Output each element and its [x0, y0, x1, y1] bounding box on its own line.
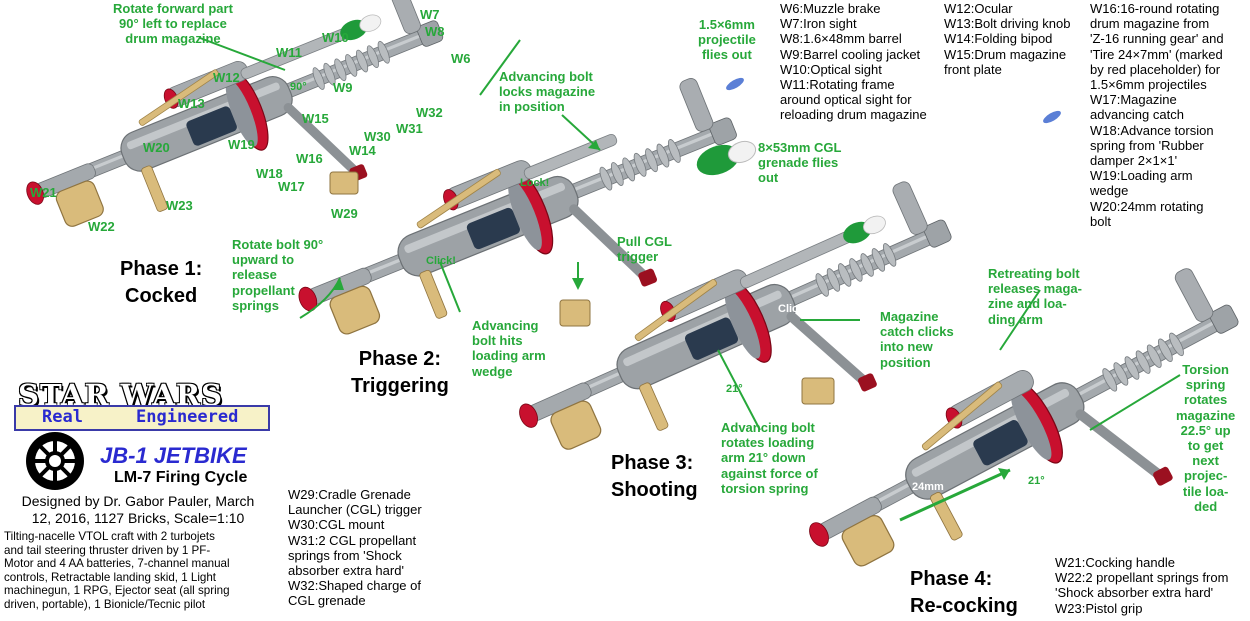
star-wars-logo: STAR WARS [18, 378, 223, 412]
phase-1-title: Phase 1: Cocked [120, 258, 203, 307]
part-tag-w20: W20 [143, 140, 170, 155]
part-tag-w22: W22 [88, 219, 115, 234]
engineered-text: Engineered [136, 407, 239, 427]
imperial-emblem-icon [26, 432, 84, 490]
annotation-magazine-catch: Magazine catch clicks into new position [880, 309, 954, 370]
craft-description: Tilting-nacelle VTOL craft with 2 turboj… [4, 530, 230, 611]
lock-label: Lock! [520, 177, 549, 189]
part-tag-w6: W6 [451, 51, 471, 66]
angle-22-5: 22.5° [1076, 439, 1102, 451]
phase-2-title: Phase 2: Triggering [351, 348, 449, 397]
annotation-retreating-bolt: Retreating bolt releases maga- zine and … [988, 266, 1082, 327]
angle-90-top: 90° [290, 81, 307, 93]
designer-credit: Designed by Dr. Gabor Pauler, March 12, … [21, 493, 255, 526]
part-tag-w14: W14 [349, 143, 376, 158]
part-tag-w9: W9 [333, 80, 353, 95]
click-label-phase2: Click! [426, 255, 456, 267]
part-tag-w8: W8 [425, 24, 445, 39]
part-tag-w18: W18 [256, 166, 283, 181]
part-tag-w13: W13 [178, 96, 205, 111]
legend-bottom-middle: W29:Cradle Grenade Launcher (CGL) trigge… [288, 487, 422, 609]
legend-column-2: W12:Ocular W13:Bolt driving knob W14:Fol… [944, 1, 1071, 77]
legend-column-3: W16:16-round rotating drum magazine from… [1090, 1, 1224, 229]
legend-bottom-right: W21:Cocking handle W22:2 propellant spri… [1055, 555, 1229, 616]
part-tag-w21: W21 [30, 185, 57, 200]
angle-21-phase3: 21° [726, 383, 743, 395]
part-tag-w19: W19 [228, 137, 255, 152]
annotation-grenade-flies: 8×53mm CGL grenade flies out [758, 140, 842, 186]
annotation-rotate-bolt: Rotate bolt 90° upward to release propel… [232, 237, 324, 313]
annotation-rotate-forward: Rotate forward part 90° left to replace … [113, 1, 233, 47]
part-tag-w32: W32 [416, 105, 443, 120]
real-text: Real [42, 407, 83, 427]
part-tag-w30: W30 [364, 129, 391, 144]
part-tag-w7: W7 [420, 7, 440, 22]
part-tag-w12: W12 [213, 70, 240, 85]
annotation-bolt-hits: Advancing bolt hits loading arm wedge [472, 318, 546, 379]
phase-3-title: Phase 3: Shooting [611, 452, 698, 501]
part-tag-w10: W10 [322, 30, 349, 45]
click-label-phase3: Click! [778, 303, 808, 315]
annotation-pull-cgl: Pull CGL trigger [617, 234, 672, 265]
part-tag-w16: W16 [296, 151, 323, 166]
phase-4-title: Phase 4: Re-cocking [910, 568, 1018, 617]
jetbike-title: JB-1 JETBIKE [100, 443, 247, 468]
part-tag-w15: W15 [302, 111, 329, 126]
annotation-torsion-spring: Torsion spring rotates magazine 22.5° up… [1176, 362, 1236, 514]
annotation-projectile-flies: 1.5×6mm projectile flies out [698, 17, 756, 63]
part-tag-w17: W17 [278, 179, 305, 194]
part-tag-w23: W23 [166, 198, 193, 213]
annotation-bolt-locks: Advancing bolt locks magazine in positio… [499, 69, 596, 115]
angle-90-bottom: 90° [300, 347, 317, 359]
legend-column-1: W6:Muzzle brake W7:Iron sight W8:1.6×48m… [780, 1, 927, 123]
part-tag-w31: W31 [396, 121, 423, 136]
real-engineered-banner: Real Engineered [14, 405, 270, 431]
dimension-24mm: 24mm [912, 481, 944, 493]
part-tag-w11: W11 [276, 45, 303, 60]
firing-cycle-subtitle: LM-7 Firing Cycle [114, 469, 248, 486]
angle-21-phase4: 21° [1028, 475, 1045, 487]
part-tag-w29: W29 [331, 206, 358, 221]
annotation-bolt-rotates-arm: Advancing bolt rotates loading arm 21° d… [721, 420, 818, 496]
